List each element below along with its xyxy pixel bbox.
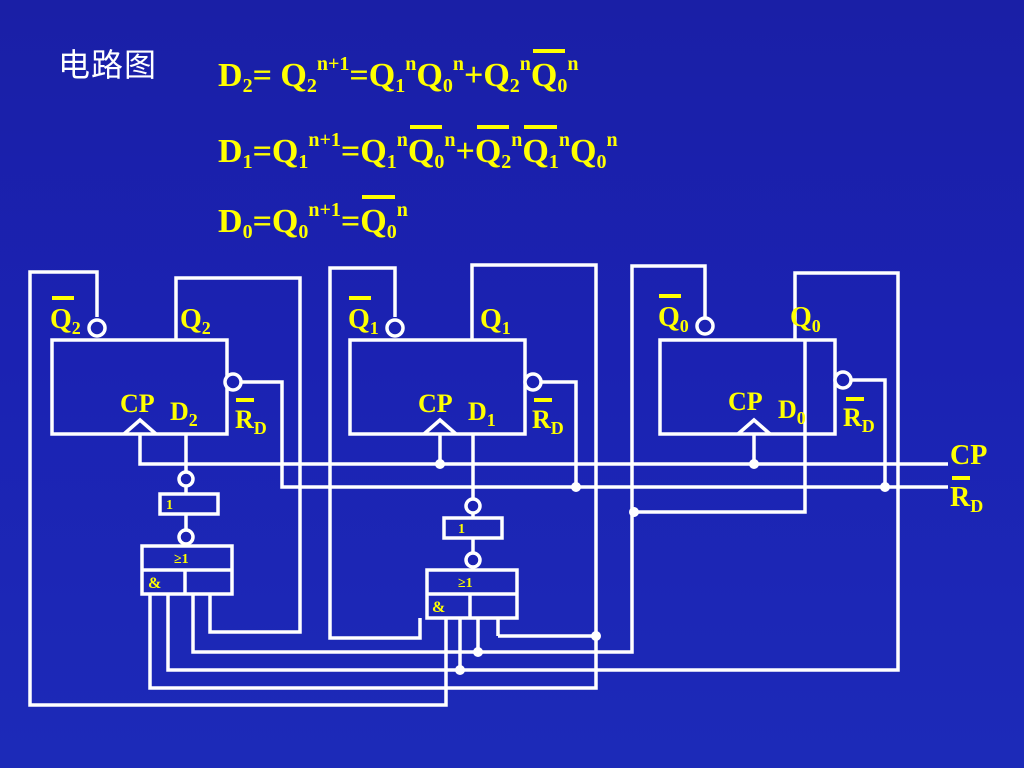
slide-title: 电路图 <box>58 46 158 84</box>
cp-input-label: CP <box>950 440 987 471</box>
ff0-rd-label: RD <box>843 403 875 436</box>
ff1-q-label: Q1 <box>480 304 511 338</box>
ff2-cp-label: CP <box>120 389 155 418</box>
ff2-q-label: Q2 <box>180 304 211 338</box>
inverter-2-label: 1 <box>166 498 173 513</box>
and-gate-1-label: & <box>432 599 445 616</box>
ff1-cp-label: CP <box>418 389 453 418</box>
ff0-cp-label: CP <box>728 387 763 416</box>
equation-d2: D2= Q2n+1=Q1nQ0n+Q2nQ0n <box>218 49 579 97</box>
equation-d1: D1=Q1n+1=Q1nQ0n+Q2nQ1nQ0n <box>218 125 618 173</box>
inverter-gate-2 <box>158 492 220 516</box>
ff1-rd-label: RD <box>532 405 564 438</box>
ff0-qbar-label: Q0 <box>658 302 689 336</box>
flipflop-ff0 <box>658 338 837 436</box>
ff2-rd-label: RD <box>235 405 267 438</box>
inverter-gate-1 <box>442 516 504 540</box>
ff1-qbar-label: Q1 <box>348 304 379 338</box>
rd-input-label: RD <box>950 482 983 516</box>
or-gate-1-label: ≥1 <box>458 576 473 591</box>
ff0-d-label: D0 <box>778 395 806 428</box>
or-gate-2-label: ≥1 <box>174 552 189 567</box>
equation-d0: D0=Q0n+1=Q0n <box>218 195 408 243</box>
ff0-q-label: Q0 <box>790 302 821 336</box>
ff1-d-label: D1 <box>468 397 496 430</box>
and-gate-2-label: & <box>148 575 161 592</box>
ff2-d-label: D2 <box>170 397 198 430</box>
inverter-1-label: 1 <box>458 522 465 537</box>
ff2-qbar-label: Q2 <box>50 304 81 338</box>
